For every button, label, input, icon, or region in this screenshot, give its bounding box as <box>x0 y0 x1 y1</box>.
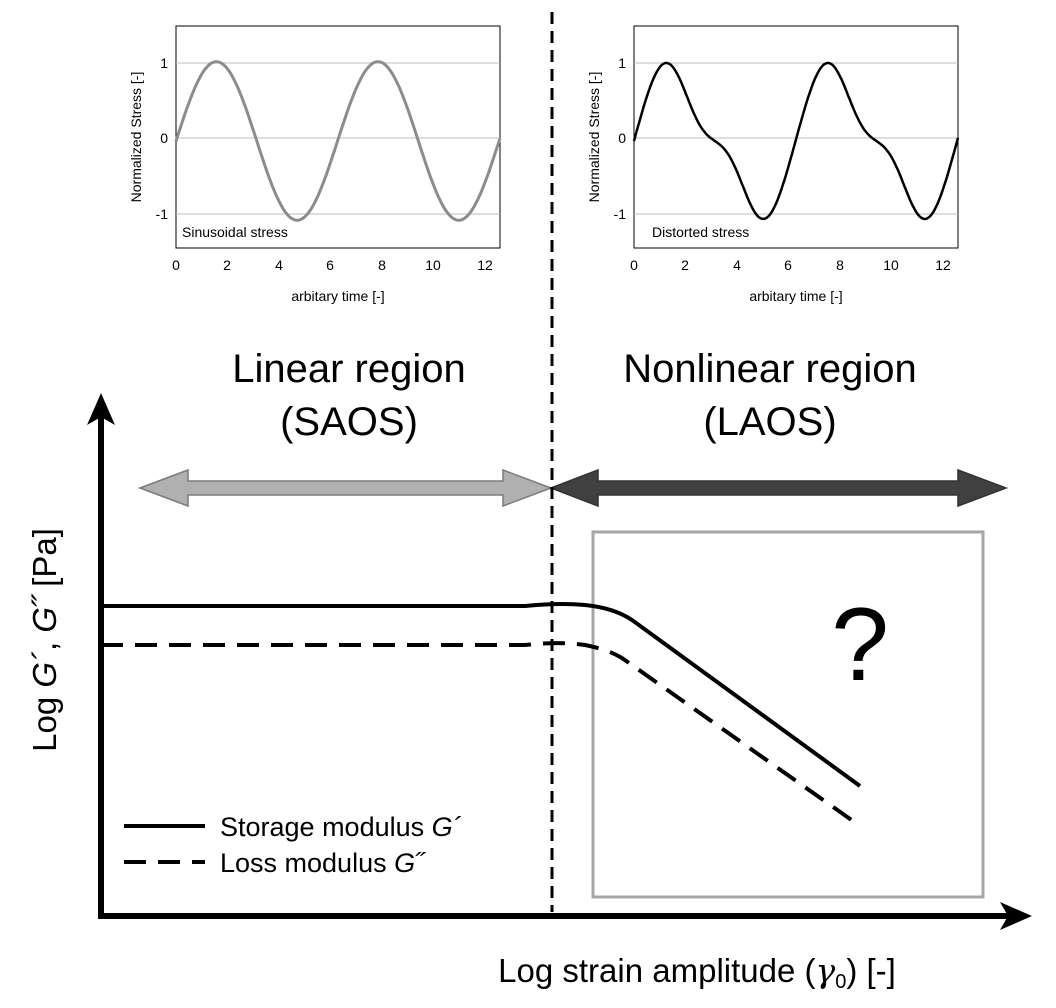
question-mark: ? <box>831 587 889 703</box>
x-axis-title-symbol: γ <box>816 951 836 990</box>
y-axis-title: Log G´, G˝ [Pa] <box>26 528 63 752</box>
y-axis-arrowhead <box>87 393 115 425</box>
inset-xtick: 0 <box>172 257 180 273</box>
inset-xticks: 0 2 4 6 8 10 12 <box>172 257 493 273</box>
linear-region-title: Linear region <box>232 347 466 391</box>
distorted-stress-curve <box>632 61 960 221</box>
inset-xtick: 6 <box>784 257 792 273</box>
y-axis-title-g1: G´ <box>26 651 63 688</box>
inset-annotation: Sinusoidal stress <box>182 224 288 240</box>
inset-xtick: 8 <box>378 257 386 273</box>
inset-xtick: 12 <box>935 257 951 273</box>
storage-modulus-curve <box>101 601 862 788</box>
nonlinear-region-subtitle: (LAOS) <box>703 400 836 444</box>
inset-xtick: 8 <box>836 257 844 273</box>
inset-xtick: 12 <box>477 257 493 273</box>
inset-xlabel: arbitary time [-] <box>291 288 384 304</box>
inset-xtick: 2 <box>681 257 689 273</box>
legend-storage-text: Storage modulus <box>220 812 432 842</box>
inset-xtick: 6 <box>326 257 334 273</box>
legend-loss-text: Loss modulus <box>220 848 394 878</box>
inset-xtick: 10 <box>883 257 899 273</box>
x-axis-arrowhead <box>1000 902 1032 930</box>
linear-region-subtitle: (SAOS) <box>280 400 418 444</box>
y-axis-title-g2: G˝ <box>26 593 63 633</box>
inset-ytick-1: 1 <box>618 55 626 71</box>
unknown-behavior-box <box>591 530 985 899</box>
inset-ytick-0: 0 <box>618 130 626 146</box>
legend-storage-symbol: G´ <box>432 812 462 842</box>
inset-xlabel: arbitary time [-] <box>749 288 842 304</box>
inset-xtick: 4 <box>275 257 283 273</box>
legend-loss-symbol: G˝ <box>394 848 426 878</box>
inset-ytick-m1: -1 <box>156 206 169 222</box>
legend-loss-label: Loss modulus G˝ <box>220 848 426 878</box>
inset-ylabel: Normalized Stress [-] <box>586 72 602 203</box>
loss-modulus-curve <box>101 641 862 828</box>
inset-distorted: 1 0 -1 0 2 4 6 8 10 12 Distorted stress … <box>586 25 960 304</box>
inset-xticks: 0 2 4 6 8 10 12 <box>630 257 951 273</box>
nonlinear-region-arrow <box>548 468 1009 508</box>
nonlinear-region-title: Nonlinear region <box>623 347 917 391</box>
sinusoidal-stress-curve <box>174 60 502 222</box>
inset-xtick: 2 <box>223 257 231 273</box>
y-axis-title-unit: [Pa] <box>26 528 63 596</box>
x-axis-title: Log strain amplitude (γ0) [-] <box>498 951 896 993</box>
inset-xtick: 0 <box>630 257 638 273</box>
inset-xtick: 4 <box>733 257 741 273</box>
legend-storage-label: Storage modulus G´ <box>220 812 462 842</box>
inset-ytick-1: 1 <box>160 55 168 71</box>
inset-xtick: 10 <box>425 257 441 273</box>
x-axis-title-suffix: ) [-] <box>846 952 895 989</box>
y-axis-title-prefix: Log <box>26 688 63 752</box>
inset-sinusoidal: 1 0 -1 0 2 4 6 8 10 12 Sinusoidal stress… <box>128 25 502 304</box>
y-axis-title-sep: , <box>26 633 63 651</box>
linear-region-arrow <box>137 468 554 508</box>
inset-annotation: Distorted stress <box>652 224 749 240</box>
x-axis-title-prefix: Log strain amplitude ( <box>498 952 815 989</box>
inset-ylabel: Normalized Stress [-] <box>128 72 144 203</box>
x-axis-title-subscript: 0 <box>835 971 846 993</box>
inset-ytick-m1: -1 <box>614 206 627 222</box>
inset-ytick-0: 0 <box>160 130 168 146</box>
legend: Storage modulus G´ Loss modulus G˝ <box>124 812 462 878</box>
